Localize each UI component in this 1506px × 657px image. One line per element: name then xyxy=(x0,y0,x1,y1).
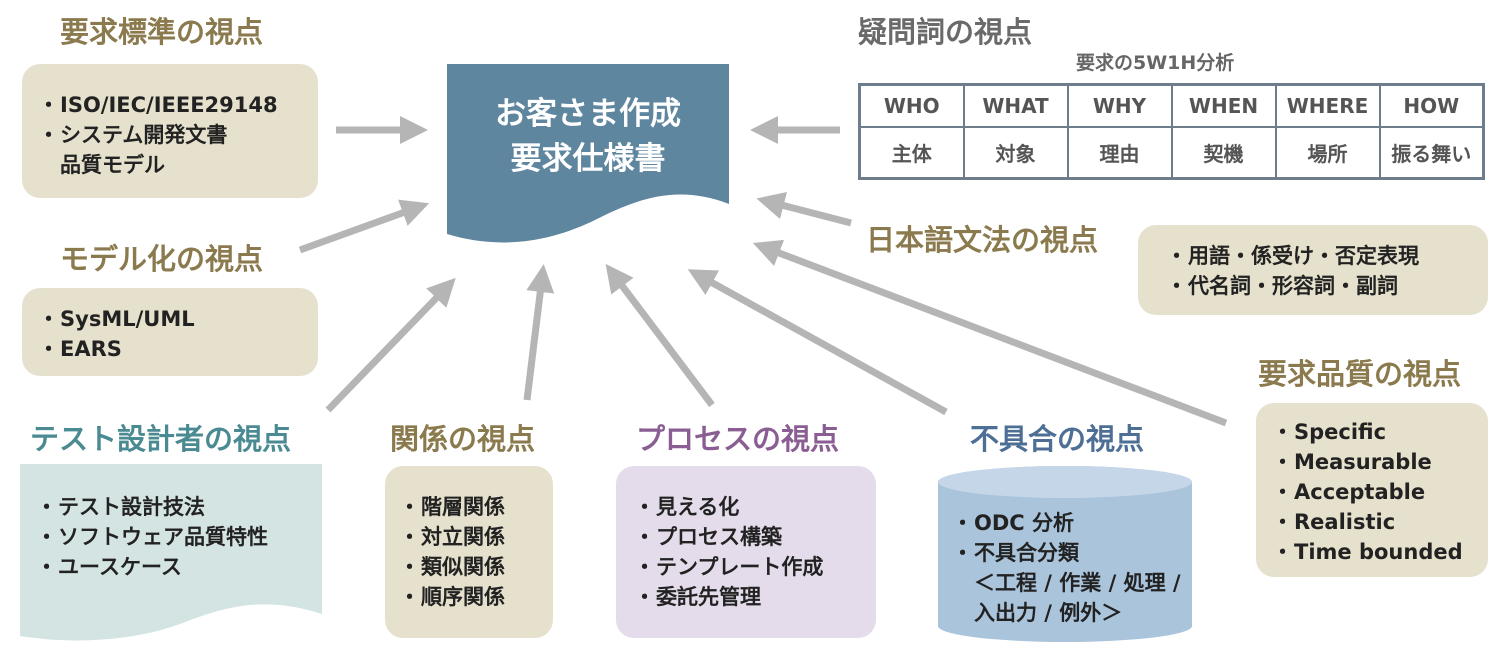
center-title-line1: お客さま作成 xyxy=(495,96,681,132)
arrow-test xyxy=(325,277,456,413)
table-header-cell: WHERE xyxy=(1274,83,1381,129)
quality-title: 要求品質の視点 xyxy=(1258,357,1462,391)
arrow-defect xyxy=(687,269,948,416)
process-title: プロセスの視点 xyxy=(636,422,840,456)
arrow-grammar xyxy=(756,191,852,227)
modeling-box: SysML/UML EARS xyxy=(22,288,318,376)
defect-item: 入出力 / 例外＞ xyxy=(974,601,1123,625)
quality-item: Measurable xyxy=(1272,447,1488,477)
table-header-cell: WHEN xyxy=(1170,83,1277,129)
relation-box: 階層関係 対立関係 類似関係 順序関係 xyxy=(385,466,553,638)
defect-title: 不具合の視点 xyxy=(970,422,1145,456)
quality-item: Acceptable xyxy=(1272,477,1488,507)
defect-box: ODC 分析 不具合分類 ＜工程 / 作業 / 処理 / 入出力 / 例外＞ xyxy=(952,508,1190,632)
standards-box: ISO/IEC/IEEE29148 システム開発文書 品質モデル xyxy=(22,64,318,198)
5w1h-table: WHO WHAT WHY WHEN WHERE HOW 主体 対象 理由 契機 … xyxy=(858,83,1485,180)
center-document-fill xyxy=(447,64,729,243)
quality-item: Realistic xyxy=(1272,507,1488,537)
standards-title: 要求標準の視点 xyxy=(60,15,264,49)
modeling-item: EARS xyxy=(38,334,318,364)
process-item: テンプレート作成 xyxy=(634,552,876,582)
standards-item: ISO/IEC/IEEE29148 xyxy=(38,90,318,120)
arrow-process xyxy=(605,263,715,408)
table-cell: 主体 xyxy=(858,126,965,180)
grammar-item: 代名詞・形容詞・副詞 xyxy=(1166,271,1488,301)
table-header-cell: WHAT xyxy=(962,83,1069,129)
table-cell: 契機 xyxy=(1170,126,1277,180)
standards-item: 品質モデル xyxy=(60,153,165,177)
center-title: お客さま作成 要求仕様書 xyxy=(447,92,729,182)
quality-item: Time bounded xyxy=(1272,537,1488,567)
grammar-box: 用語・係受け・否定表現 代名詞・形容詞・副詞 xyxy=(1138,225,1488,315)
table-header-cell: WHY xyxy=(1066,83,1173,129)
defect-item: ＜工程 / 作業 / 処理 / xyxy=(974,571,1181,595)
grammar-item: 用語・係受け・否定表現 xyxy=(1166,241,1488,271)
standards-item: システム開発文書 xyxy=(38,120,318,150)
relation-item: 順序関係 xyxy=(399,582,553,612)
center-title-line2: 要求仕様書 xyxy=(510,141,666,177)
relation-item: 階層関係 xyxy=(399,492,553,522)
arrow-modeling xyxy=(298,199,430,254)
quality-item: Specific xyxy=(1272,417,1488,447)
center-document-shape xyxy=(447,64,729,243)
process-item: 見える化 xyxy=(634,492,876,522)
relation-item: 類似関係 xyxy=(399,552,553,582)
defect-item: ODC 分析 xyxy=(952,508,1190,538)
modeling-title: モデル化の視点 xyxy=(60,242,264,276)
table-row: 主体 対象 理由 契機 場所 振る舞い xyxy=(858,126,1485,180)
arrow-quality xyxy=(752,239,1228,427)
test-title: テスト設計者の視点 xyxy=(30,422,292,456)
process-box: 見える化 プロセス構築 テンプレート作成 委託先管理 xyxy=(616,466,876,638)
table-cell: 場所 xyxy=(1274,126,1381,180)
table-cell: 理由 xyxy=(1066,126,1173,180)
table-row: WHO WHAT WHY WHEN WHERE HOW xyxy=(858,83,1485,129)
process-item: 委託先管理 xyxy=(634,582,876,612)
interrogative-subtitle: 要求の5W1H分析 xyxy=(1076,52,1235,74)
test-item: ソフトウェア品質特性 xyxy=(36,522,318,552)
table-header-cell: HOW xyxy=(1378,83,1485,129)
test-box: テスト設計技法 ソフトウェア品質特性 ユースケース xyxy=(36,492,318,592)
relation-title: 関係の視点 xyxy=(390,422,536,456)
table-cell: 対象 xyxy=(962,126,1069,180)
relation-item: 対立関係 xyxy=(399,522,553,552)
process-item: プロセス構築 xyxy=(634,522,876,552)
arrow-relation xyxy=(523,264,555,401)
interrogative-title: 疑問詞の視点 xyxy=(858,15,1033,49)
grammar-title: 日本語文法の視点 xyxy=(866,223,1099,257)
table-header-cell: WHO xyxy=(858,83,965,129)
test-item: ユースケース xyxy=(36,552,318,582)
test-item: テスト設計技法 xyxy=(36,492,318,522)
quality-box: Specific Measurable Acceptable Realistic… xyxy=(1256,403,1488,577)
table-cell: 振る舞い xyxy=(1378,126,1485,180)
defect-item: 不具合分類 xyxy=(952,538,1190,568)
modeling-item: SysML/UML xyxy=(38,304,318,334)
